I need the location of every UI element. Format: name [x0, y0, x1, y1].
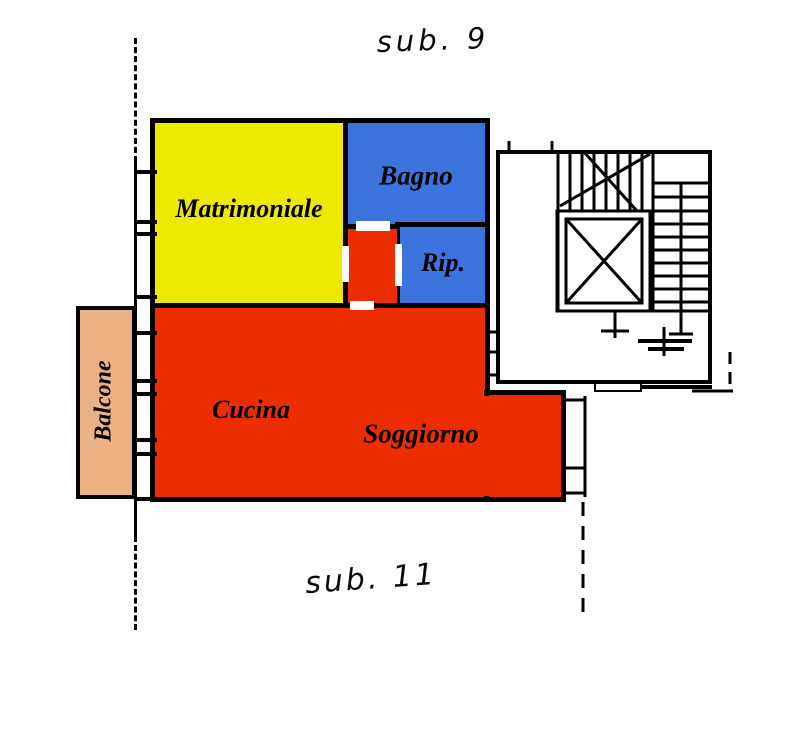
left-boundary-dashed-top — [134, 38, 137, 162]
label-cucina: Cucina — [211, 395, 291, 424]
door-gap-matrimoniale — [342, 246, 349, 282]
label-soggiorno: Soggiorno — [363, 418, 479, 449]
annotation-sub-9: sub. 9 — [376, 21, 490, 59]
door-gap-soggiorno — [350, 301, 374, 310]
elevator-shaft — [555, 209, 652, 313]
room-balcone — [76, 306, 136, 499]
label-ripostiglio: Rip. — [420, 248, 466, 277]
annotation-sub-11: sub. 11 — [303, 556, 439, 602]
right-window-wall — [562, 396, 587, 614]
window-tick — [134, 497, 157, 501]
stairwell-drawing — [489, 141, 733, 614]
window-tick — [134, 392, 157, 396]
room-disimpegno — [348, 229, 397, 303]
stair-treads-right — [651, 152, 709, 336]
window-tick — [134, 170, 157, 174]
stair-risers-top — [556, 150, 651, 311]
stairwell-doorway — [498, 352, 733, 393]
label-matrimoniale: Matrimoniale — [175, 194, 323, 223]
room-cucina-soggiorno — [150, 303, 490, 502]
label-bagno: Bagno — [379, 160, 453, 191]
l-shape-join-patch — [483, 396, 492, 496]
window-tick — [134, 232, 157, 236]
window-tick — [134, 379, 157, 383]
window-tick — [134, 438, 157, 442]
door-gap-ripostiglio — [395, 244, 402, 286]
door-gap-bagno — [356, 221, 390, 231]
benchmark-symbol — [638, 327, 692, 356]
window-tick — [134, 220, 157, 224]
left-boundary-dashed-bottom — [134, 545, 137, 630]
label-balcone: Balcone — [90, 360, 117, 442]
window-tick — [134, 331, 157, 335]
window-tick — [134, 452, 157, 456]
window-tick — [134, 295, 157, 299]
